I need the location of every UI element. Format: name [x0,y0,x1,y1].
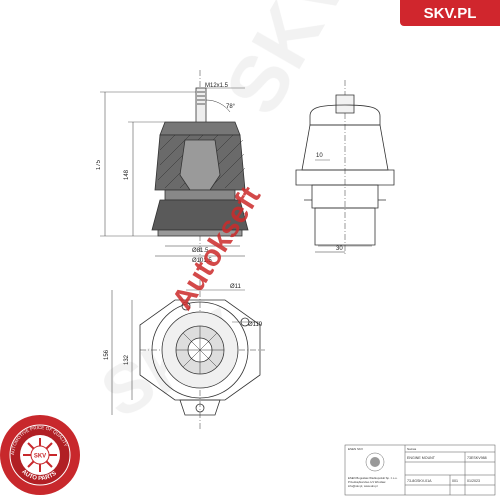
hole-dia-label: Ø11 [230,284,242,290]
brand-badge[interactable]: SKV.PL [400,0,500,26]
height-total-label: 175 [96,159,102,170]
tb-company-line-2: Przedsiębiorstwo 1/1 Wrocław [348,480,386,484]
title-block [344,444,496,496]
tb-name-value: ENGINE MOUNT [407,456,436,460]
top-view [111,280,265,430]
tb-rev: 001 [452,479,458,483]
angle-label: 78° [226,104,236,110]
thread-label: M12x1.5 [205,83,229,89]
side-view [295,80,395,255]
tb-company-line-1: ESEN Bogusław Wielkopolski Sp. z o.o. [348,476,398,480]
seal-center-text: SKV [34,454,46,460]
dia-outer-label: Ø101.5 [192,258,212,264]
depth-inner-label: 132 [124,354,130,365]
tb-code-value: 73ESKV988 [467,456,487,460]
dia-inner-label: Ø81.5 [192,248,209,254]
skv-seal: AUTOMOTIVE PRICE OF QUALITY AUTO PARTS S… [0,415,80,495]
tb-company-line-3: info@skv.pl, www.skv.pl [348,484,378,488]
tb-date: 01/2023 [467,479,480,483]
depth-outer-label: 156 [104,349,110,360]
tb-company: ESEN SKV [348,447,363,451]
side-offset-label: 10 [316,153,323,159]
height-body-label: 148 [124,169,130,180]
tb-part-number: 73-8GSKV-01A [407,479,432,483]
tb-name-label: Nazwa [407,447,417,451]
front-view [100,70,249,270]
bolt-circle-label: Ø119 [248,322,263,328]
side-width-label: 30 [336,246,343,252]
